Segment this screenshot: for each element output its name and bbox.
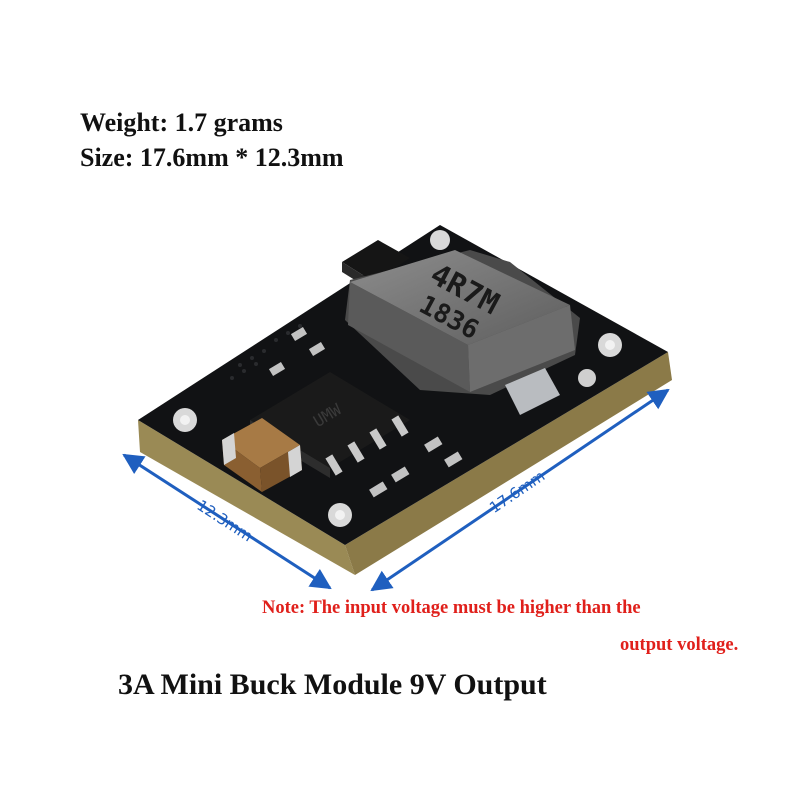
size-spec: Size: 17.6mm * 12.3mm xyxy=(80,143,344,172)
transistor xyxy=(342,240,410,282)
weight-spec: Weight: 1.7 grams xyxy=(80,108,283,137)
note-line-1: Note: The input voltage must be higher t… xyxy=(262,598,641,618)
product-title: 3A Mini Buck Module 9V Output xyxy=(118,668,547,701)
inductor: 4R7M 1836 xyxy=(345,250,580,415)
note-line-2: output voltage. xyxy=(620,635,739,655)
